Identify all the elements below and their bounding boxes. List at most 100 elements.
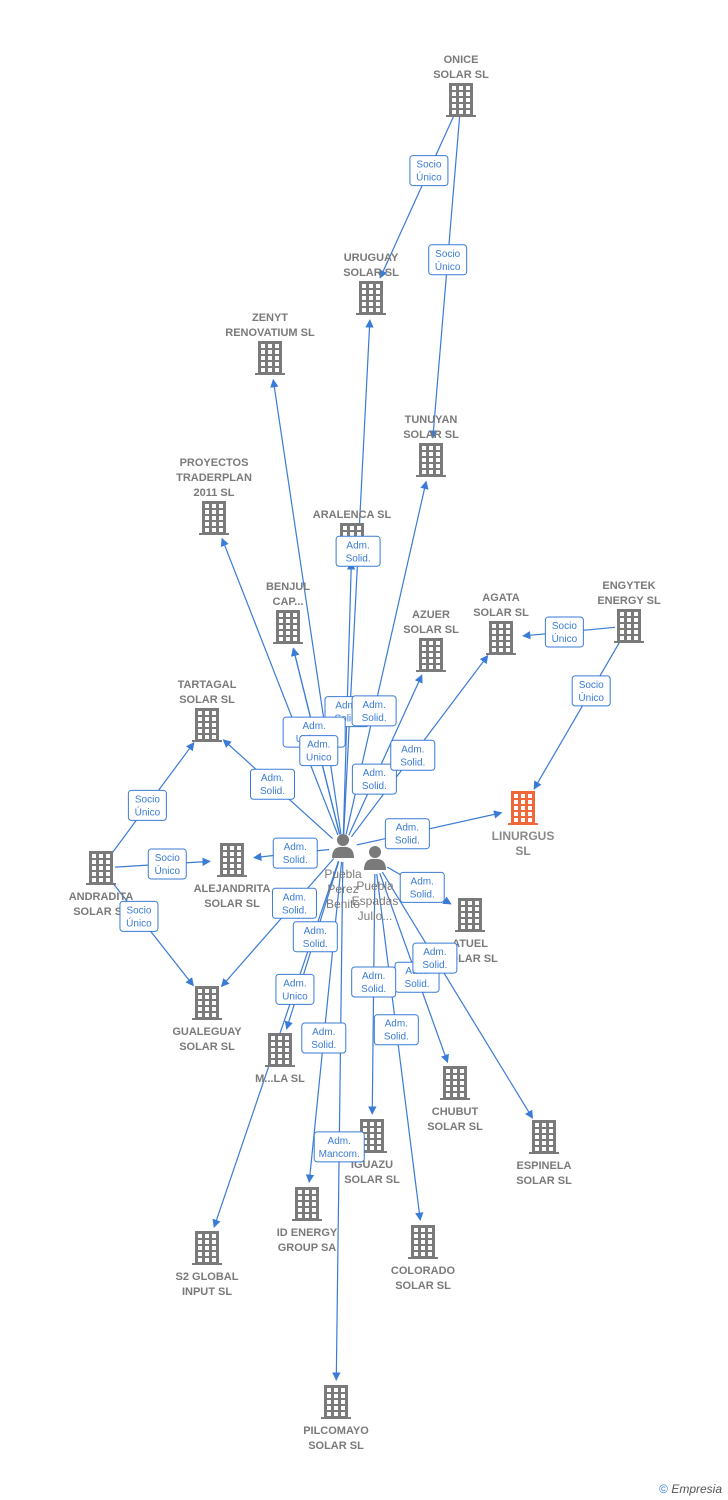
relation-label-text: Único	[135, 805, 161, 818]
building-icon	[614, 609, 644, 643]
company-node-colorado[interactable]: COLORADO SOLAR SL	[391, 1225, 456, 1292]
company-name: LINURGUS	[492, 829, 555, 843]
relation-label-text: Solid.	[334, 714, 359, 725]
company-node-benjul[interactable]: BENJULCAP...	[266, 581, 310, 644]
company-name: PILCOMAYO	[303, 1425, 369, 1437]
relation-label-text: Solid.	[405, 979, 430, 990]
relation-label[interactable]: Adm. Solid.	[271, 887, 317, 919]
building-icon	[416, 443, 446, 477]
company-name: GUALEGUAY	[172, 1026, 242, 1038]
building-icon	[255, 341, 285, 375]
building-icon	[199, 501, 229, 535]
company-name: CHUBUT	[432, 1106, 479, 1118]
relation-label-text: Único	[578, 691, 604, 704]
relation-label-text: Único	[154, 864, 180, 877]
relation-label-text: Solid.	[311, 1040, 336, 1051]
company-name: SOLAR SL	[403, 624, 459, 636]
relation-edge	[376, 873, 424, 1222]
relation-label[interactable]: Adm.Solid.	[390, 739, 436, 771]
relation-label-text: Solid.	[303, 939, 328, 950]
relation-label-text: Socio	[435, 249, 460, 260]
company-name: INPUT SL	[182, 1286, 232, 1298]
relation-label-text: Solid.	[282, 905, 307, 916]
relation-label[interactable]: Adm.Solid.	[412, 942, 458, 974]
building-icon	[192, 1231, 222, 1265]
company-name: ZENYT	[252, 312, 288, 324]
relation-label-text: Solid.	[384, 1032, 409, 1043]
company-node-azuer[interactable]: AZUER SOLAR SL	[403, 609, 459, 672]
company-name: 2011 SL	[194, 487, 235, 499]
relation-label-text: Adm.	[283, 892, 306, 903]
company-name: TRADERPLAN	[176, 472, 252, 484]
company-name: SOLAR SL	[204, 898, 260, 910]
relation-labels: SocioÚnicoSocioÚnicoSocioÚnicoSocioÚnico…	[119, 155, 611, 1163]
company-name: ID ENERGY	[277, 1227, 338, 1239]
relation-label[interactable]: Adm.Unico	[299, 735, 339, 767]
relation-label[interactable]: Adm.Solid.	[301, 1022, 347, 1054]
relation-edge	[381, 871, 534, 1119]
relation-label[interactable]: Adm.Solid.	[292, 921, 338, 953]
company-node-mla[interactable]: M...LA SL	[255, 1033, 305, 1085]
building-icon	[529, 1120, 559, 1154]
relation-label[interactable]: Adm.Unico	[275, 973, 315, 1005]
relation-edge	[305, 861, 343, 1183]
brand-logo[interactable]: Empresia	[671, 1482, 722, 1496]
person-name: Puebla	[356, 879, 394, 893]
relation-label[interactable]: Adm.Solid.	[335, 535, 381, 567]
relation-label-text: Solid.	[362, 713, 387, 724]
relation-label[interactable]: Adm. Solid.	[351, 695, 397, 727]
relation-label[interactable]: Adm.Solid.	[250, 768, 296, 800]
company-name: SOLAR SL	[343, 267, 399, 279]
building-icon	[265, 1033, 295, 1067]
relation-label-text: Solid.	[260, 786, 285, 797]
relation-label-text: Adm.	[362, 700, 385, 711]
company-name: AZUER	[412, 609, 450, 621]
company-name: SOLAR SL	[433, 69, 489, 81]
relation-label[interactable]: Adm.Solid.	[272, 837, 318, 869]
company-name: SOLAR SL	[403, 429, 459, 441]
relation-label[interactable]: Adm.Solid.	[373, 1014, 419, 1046]
building-icon	[446, 83, 476, 117]
relation-label[interactable]: Adm.Solid.	[384, 818, 430, 850]
company-name: SOLAR SL	[395, 1280, 451, 1292]
person-node-p2[interactable]: PueblaEspadasJulio...	[352, 846, 399, 923]
relation-label[interactable]: Adm.Mancom.	[313, 1131, 365, 1163]
relation-label[interactable]: Adm.Solid.	[351, 966, 397, 998]
company-name: SOLAR SL	[179, 694, 235, 706]
relation-label[interactable]: Adm.Solid.	[351, 763, 397, 795]
company-name: COLORADO	[391, 1265, 456, 1277]
company-name: M...LA SL	[255, 1073, 305, 1085]
person-icon	[332, 834, 354, 858]
relation-label-text: Socio	[126, 905, 151, 916]
relation-label-text: Solid.	[362, 781, 387, 792]
relation-label[interactable]: Adm.Solid.	[399, 871, 445, 903]
relation-label-text: Socio	[416, 160, 441, 171]
relation-label-text: Adm.	[411, 876, 434, 887]
